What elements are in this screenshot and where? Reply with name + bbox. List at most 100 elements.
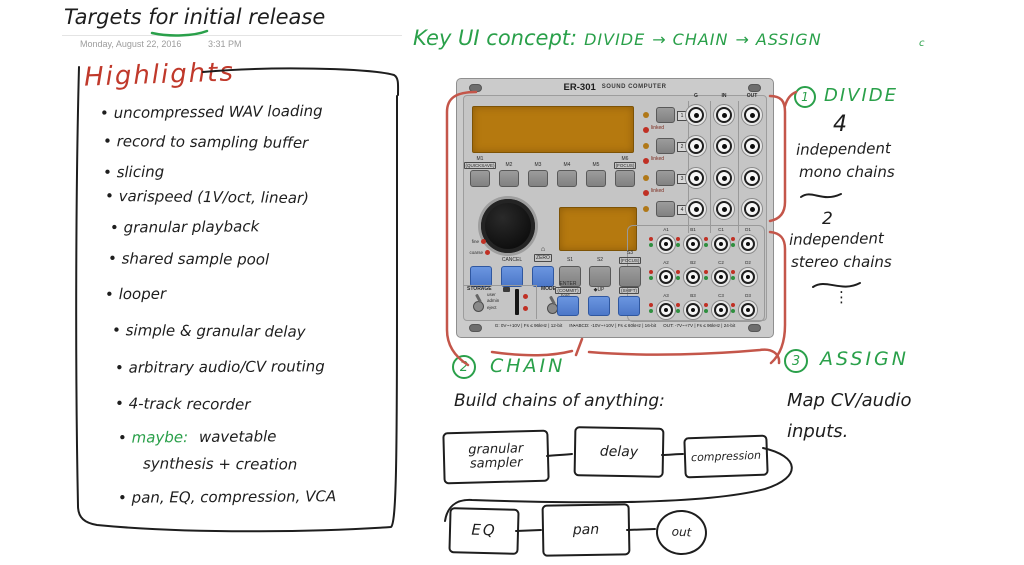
slot-led	[523, 294, 528, 299]
grid-led	[704, 303, 708, 307]
enter-button	[557, 296, 579, 316]
page-title: Targets for initial release	[64, 5, 325, 29]
col-header-out: OUT	[746, 93, 758, 99]
jack-in2	[713, 135, 735, 157]
m5-label: M5	[592, 162, 600, 168]
grid-led	[676, 243, 680, 247]
chain-heading: Build chains of anything:	[454, 391, 665, 411]
storage-opt-user: user	[487, 292, 496, 297]
list-item-text: arbitrary audio/CV routing	[128, 357, 325, 377]
grid-label: B1	[690, 227, 696, 232]
jack-g4	[685, 198, 707, 220]
s1-label: S1	[566, 257, 574, 263]
column-divider	[738, 101, 739, 233]
divide-note: independent	[795, 139, 891, 159]
list-item: • simple & granular delay	[112, 321, 306, 341]
shift-label: (SHIFT)	[615, 287, 643, 295]
grid-label: A1	[663, 227, 669, 232]
m3-label: M3	[534, 162, 542, 168]
chain3-button	[656, 170, 675, 186]
er301-module-image[interactable]: ER-301 SOUND COMPUTER M1 (QUICKSAVE) M2 …	[456, 78, 774, 338]
grid-led	[731, 237, 735, 241]
linked-led	[643, 158, 649, 164]
divide-note: mono chains	[799, 163, 895, 181]
commit-label: (COMMIT)	[550, 287, 586, 295]
m6-sublabel: (FOCUS)	[613, 161, 637, 169]
sd-slot	[515, 289, 519, 315]
jack-out3	[741, 167, 763, 189]
arrow-icon: →	[735, 30, 749, 49]
grid-label: C3	[718, 293, 724, 298]
jack-in1	[713, 104, 735, 126]
cancel-button	[501, 266, 523, 287]
jack-in4	[713, 198, 735, 220]
title-divider	[62, 35, 402, 36]
jack-g3	[685, 167, 707, 189]
chain4-button	[656, 201, 675, 217]
module-subtitle: SOUND COMPUTER	[601, 84, 667, 90]
jack-in3	[713, 167, 735, 189]
bullet: •	[111, 321, 121, 340]
s1-button	[559, 266, 581, 287]
assign-number-badge: 3	[784, 349, 808, 373]
list-item: • looper	[105, 285, 166, 304]
grid-led	[649, 237, 653, 241]
jack-c2	[711, 267, 731, 287]
list-item-text: looper	[118, 284, 167, 304]
linked-label: linked	[651, 156, 665, 162]
home-icon: ⌂	[540, 246, 546, 253]
flow-connector	[546, 453, 573, 457]
page-title-post: release	[248, 5, 326, 29]
enter-label: ENTER	[559, 281, 577, 287]
grid-led	[676, 237, 680, 241]
stray-mark: c	[919, 38, 925, 49]
list-item: • uncompressed WAV loading	[100, 102, 323, 122]
module-bottom-tick-sketch	[574, 337, 584, 357]
grid-label: B2	[690, 260, 696, 265]
list-item-text: pan, EQ, compression, VCA	[131, 487, 337, 507]
s2-label: S2	[596, 257, 604, 263]
chain2-button	[656, 138, 675, 154]
grid-label: D1	[745, 227, 751, 232]
flow-box-pan: pan	[541, 503, 631, 557]
storage-section	[463, 285, 537, 319]
flow-box-eq: EQ	[448, 507, 520, 555]
grid-led	[649, 276, 653, 280]
grid-led	[731, 303, 735, 307]
main-knob	[481, 199, 535, 253]
soft-button	[470, 266, 492, 287]
bullet: •	[117, 428, 127, 447]
storage-toggle	[473, 301, 484, 312]
storage-opt-eject: eject	[487, 304, 497, 310]
col-header-in: IN	[721, 93, 727, 99]
flow-connector	[661, 453, 684, 456]
chain-led	[643, 143, 649, 149]
s3-sublabel: (FOCUS)	[615, 257, 645, 265]
grid-led	[649, 303, 653, 307]
storage-opt-admin: admin	[487, 298, 500, 304]
note-time: 3:31 PM	[208, 39, 242, 49]
screw-icon	[469, 324, 482, 332]
column-divider	[710, 101, 711, 233]
storage-label: STORAGE	[467, 286, 492, 292]
commit-label-text: (COMMIT)	[555, 287, 581, 294]
grid-label: B3	[690, 293, 696, 298]
grid-led	[704, 243, 708, 247]
chain-led	[643, 206, 649, 212]
m6-label-text: M6	[621, 156, 629, 162]
flow-box-granular-sampler: granular sampler	[442, 429, 550, 485]
screw-icon	[748, 324, 761, 332]
linked-label: linked	[651, 188, 665, 194]
spec-in: IN•ABCD: -10V~+10V | Fs ≤ 60kHz | 16-bit	[569, 323, 657, 328]
page-title-underlined-word: initial	[183, 5, 242, 29]
slot-led	[523, 306, 528, 311]
s3-button	[619, 266, 641, 287]
shift-label-text: (SHIFT)	[619, 287, 639, 294]
module-bottom-line-sketch	[587, 348, 781, 365]
screw-icon	[748, 84, 761, 92]
assign-note: Map CV/audio	[787, 390, 912, 411]
m4-label: M4	[563, 162, 571, 168]
list-item-text: varispeed (1V/oct, linear)	[118, 187, 310, 208]
coarse-label: coarse	[469, 250, 483, 255]
grid-led	[649, 270, 653, 274]
